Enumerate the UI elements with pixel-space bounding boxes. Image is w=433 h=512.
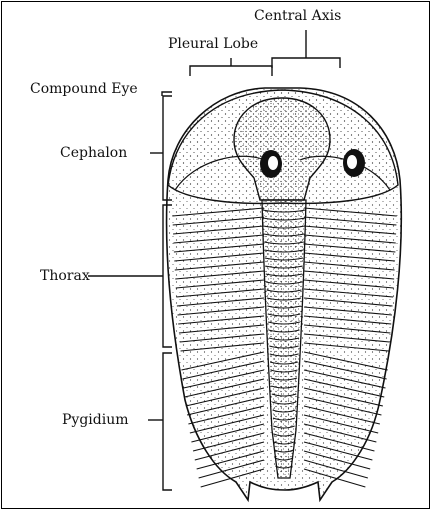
compound-eye-right-icon xyxy=(343,149,365,177)
pleural-lobe-label: Pleural Lobe xyxy=(168,36,258,52)
central-axis-label: Central Axis xyxy=(254,8,341,24)
pygidium-bracket xyxy=(148,353,172,490)
compound-eye-label: Compound Eye xyxy=(30,81,138,97)
pygidium-label: Pygidium xyxy=(62,412,129,428)
thorax-label: Thorax xyxy=(40,268,90,284)
compound-eye-left-icon xyxy=(260,150,282,178)
thorax-bracket xyxy=(88,205,172,347)
central-axis-bracket xyxy=(272,30,340,68)
pleural-lobe-bracket xyxy=(190,58,272,76)
cephalon-label: Cephalon xyxy=(60,145,127,161)
